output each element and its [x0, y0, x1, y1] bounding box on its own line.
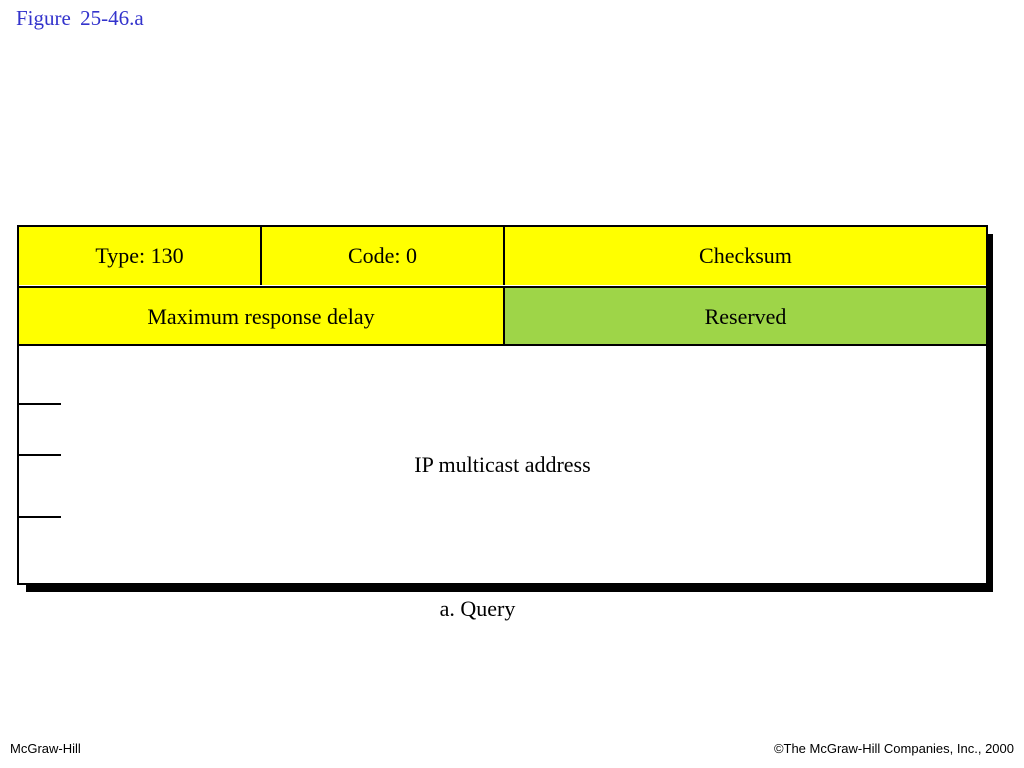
query-message-format: Type: 130 Code: 0 Checksum Maximum respo… — [17, 225, 988, 585]
publisher-label: McGraw-Hill — [10, 741, 81, 756]
code-field: Code: 0 — [262, 227, 505, 285]
type-field: Type: 130 — [19, 227, 262, 285]
max-response-delay-field: Maximum response delay — [19, 288, 505, 346]
checksum-field: Checksum — [505, 227, 986, 285]
reserved-field: Reserved — [505, 288, 986, 346]
word-boundary-tick-3 — [19, 516, 61, 518]
copyright-notice: ©The McGraw-Hill Companies, Inc., 2000 — [773, 741, 1014, 756]
figure-title: Figure 25-46.a — [16, 6, 144, 30]
header-row-2: Maximum response delay Reserved — [19, 286, 986, 346]
figure-caption: a. Query — [439, 596, 516, 621]
word-boundary-tick-1 — [19, 403, 61, 405]
address-divider — [19, 344, 986, 346]
header-row-1: Type: 130 Code: 0 Checksum — [19, 227, 986, 285]
word-boundary-tick-2 — [19, 454, 61, 456]
ip-multicast-address-field: IP multicast address — [414, 451, 591, 477]
